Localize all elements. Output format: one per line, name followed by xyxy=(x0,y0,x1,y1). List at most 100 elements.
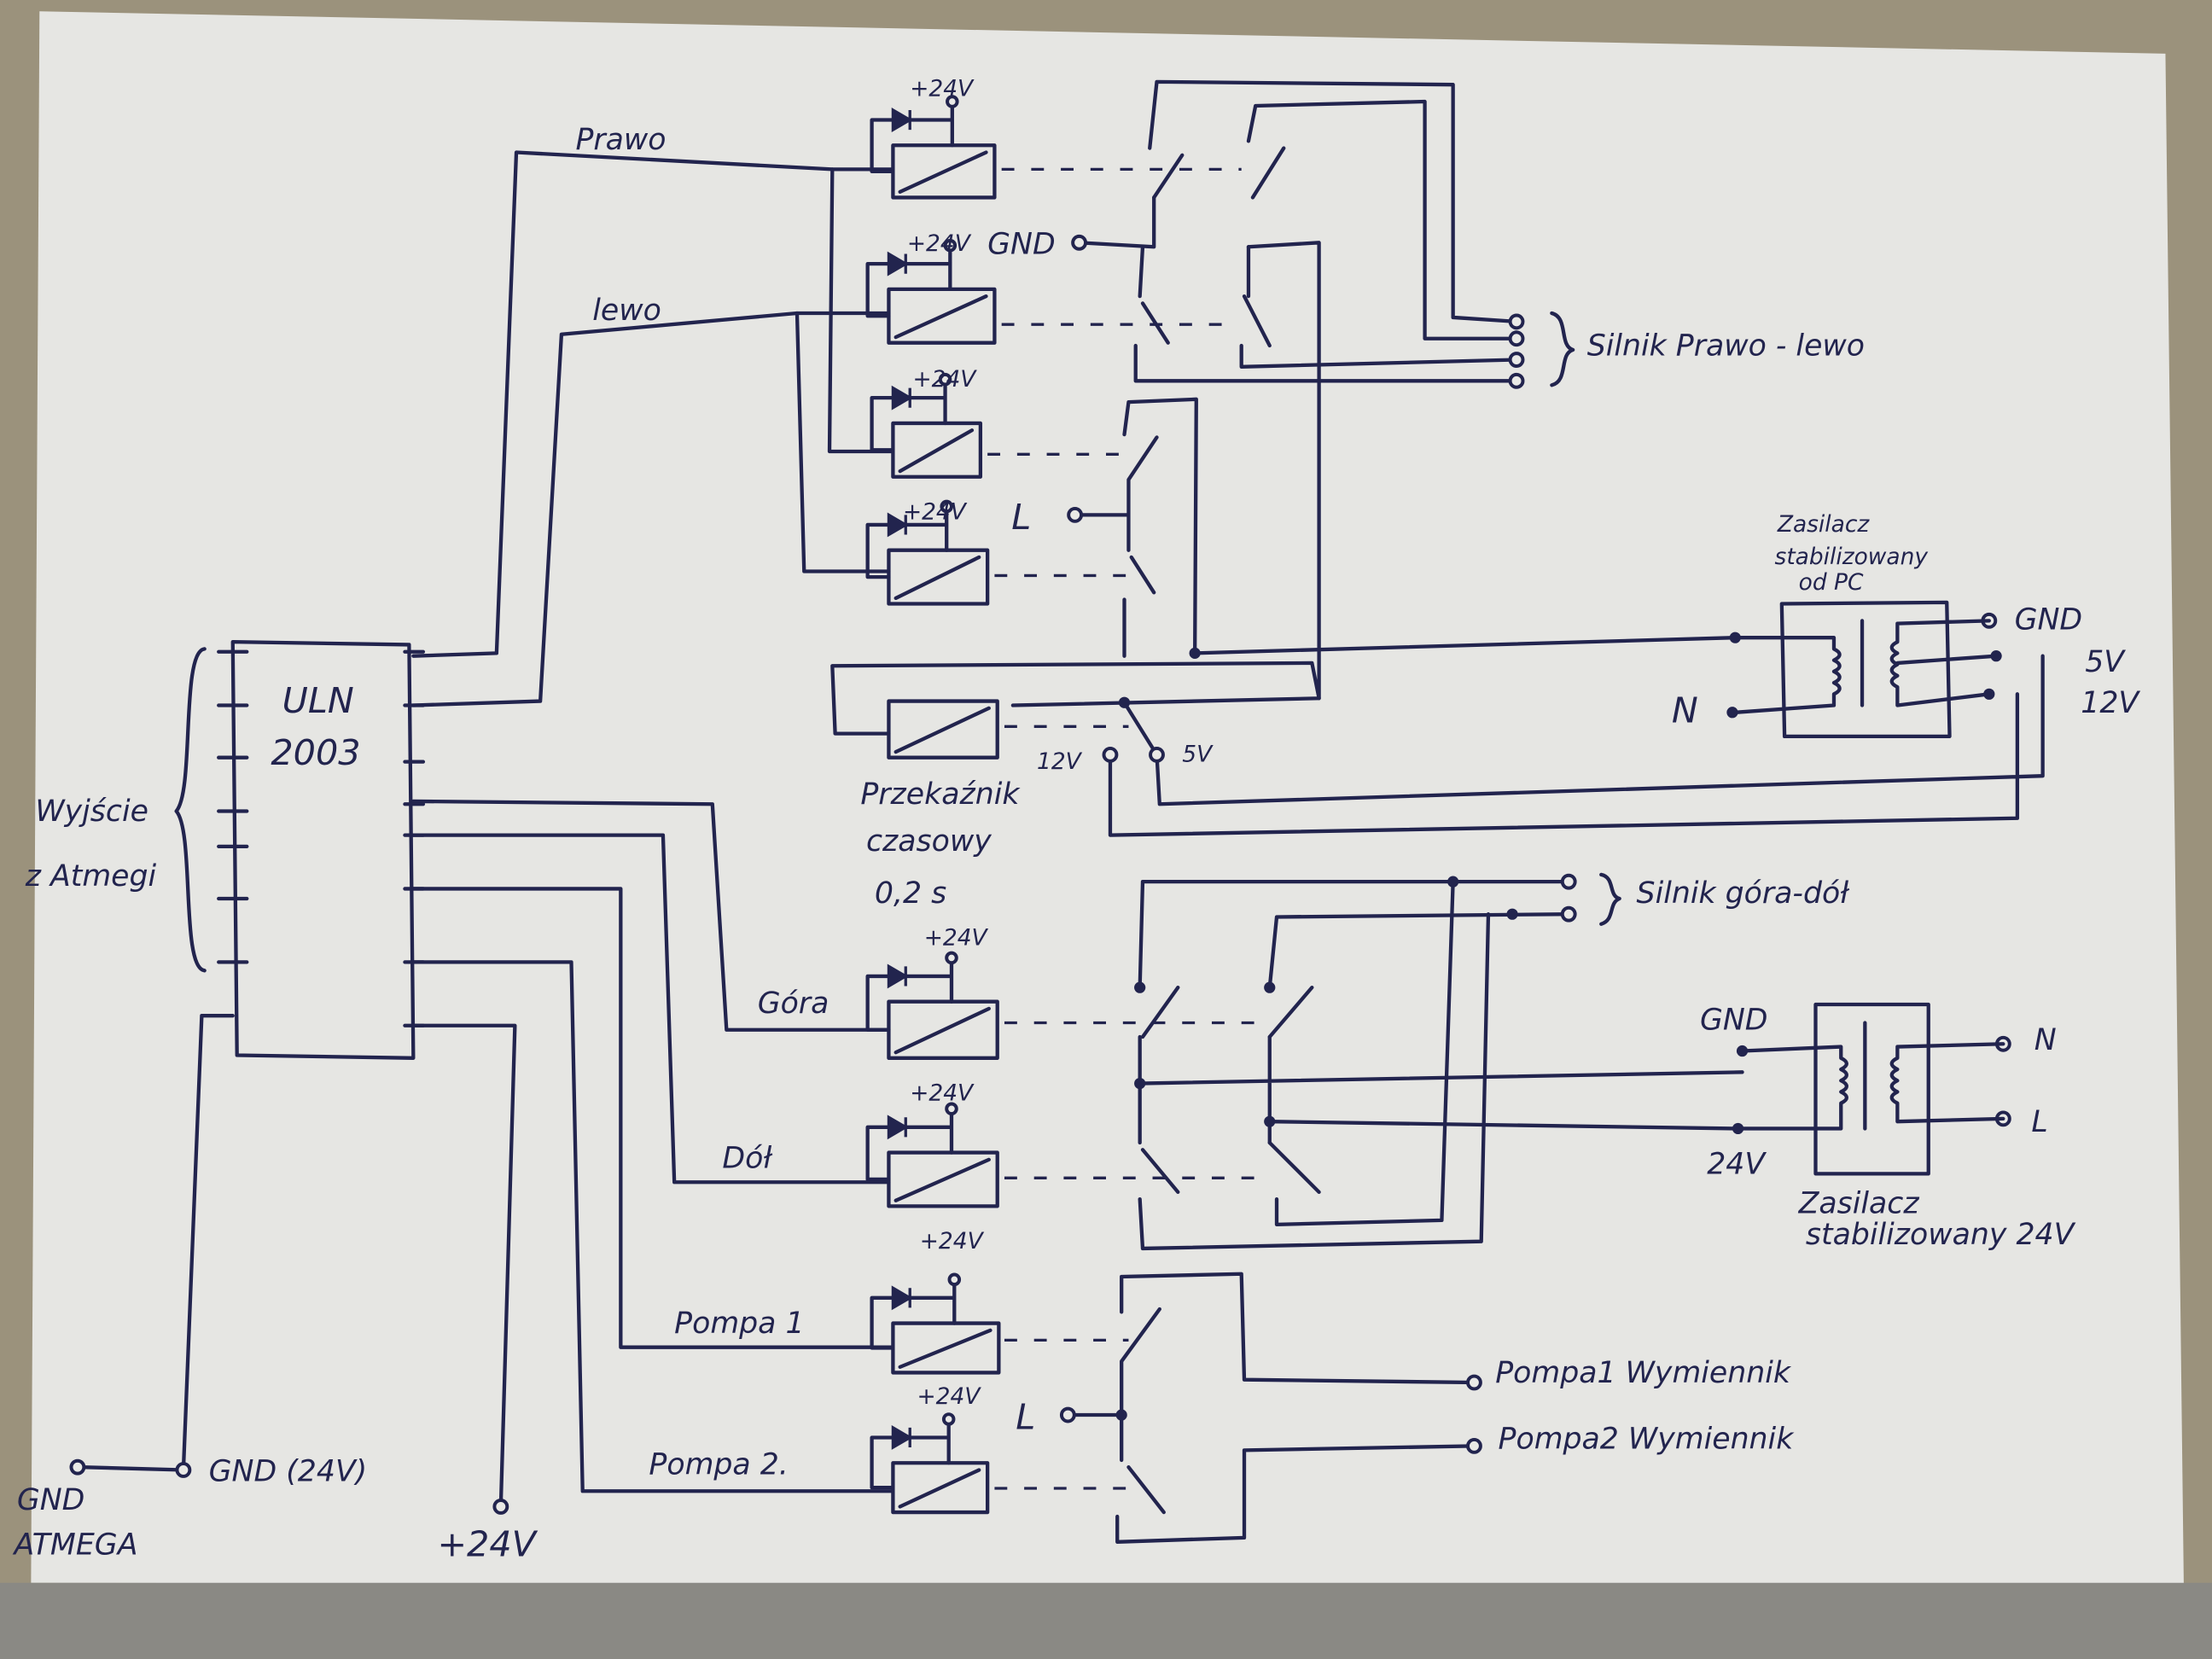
relay-coil xyxy=(865,238,997,345)
diode-icon xyxy=(891,385,913,410)
coil-slash xyxy=(898,428,975,474)
supply-terminal xyxy=(946,95,959,108)
timer-label-3: 0,2 s xyxy=(875,876,946,911)
timer-12v-label: 12V xyxy=(1037,748,1083,775)
relay-coil xyxy=(865,1102,999,1208)
pc-supply-12v: 12V xyxy=(2081,686,2140,720)
terminal xyxy=(1059,1406,1076,1423)
terminal xyxy=(1508,372,1525,389)
24v-power-supply xyxy=(1736,1002,2005,1176)
input-label-1: Wyjście xyxy=(35,795,148,829)
supply-terminal xyxy=(945,951,958,965)
junction-dot xyxy=(1134,1077,1146,1090)
wire-label-pompa1: Pompa 1 xyxy=(674,1307,804,1341)
diode-icon xyxy=(887,512,909,538)
motor-brace xyxy=(1599,872,1621,926)
junction-dot xyxy=(1447,876,1459,888)
gnd-24v-label: GND (24V) xyxy=(209,1455,368,1489)
diode-icon xyxy=(887,1115,909,1140)
gnd-label: GND xyxy=(987,228,1056,262)
timer-label-1: Przekaźnik xyxy=(860,777,1021,812)
junction-dot xyxy=(1189,647,1201,659)
relay-coil xyxy=(870,95,997,200)
input-brace xyxy=(174,647,207,973)
pc-supply-title-1: Zasilacz xyxy=(1777,511,1871,538)
gnd-atmega-label-2: ATMEGA xyxy=(13,1528,138,1563)
coil-slash xyxy=(898,1328,992,1369)
relay-supply-label: +24V xyxy=(920,1228,985,1254)
pump2-output-label: Pompa2 Wymiennik xyxy=(1499,1423,1796,1457)
wire-label-prawo: Prawo xyxy=(575,123,666,157)
pc-supply-5v: 5V xyxy=(2085,645,2126,679)
supply-terminal xyxy=(945,1102,958,1116)
24v-supply-l: L xyxy=(2031,1105,2047,1139)
relay-coil xyxy=(870,372,983,479)
24v-supply-title-2: stabilizowany 24V xyxy=(1806,1218,2076,1252)
pc-power-supply xyxy=(1733,600,1999,739)
timer-label-2: czasowy xyxy=(866,824,992,859)
relay-coil xyxy=(865,951,999,1060)
relay-coil xyxy=(887,699,999,760)
junction-dot xyxy=(1118,696,1131,708)
junction-dots xyxy=(69,234,2011,1515)
relay-coil xyxy=(870,1412,990,1515)
diode-icon xyxy=(887,251,909,276)
wire-label-pompa2: Pompa 2. xyxy=(649,1447,788,1481)
junction-dot xyxy=(1134,981,1146,993)
junction-dot xyxy=(1264,1115,1276,1127)
coil-slash xyxy=(898,150,988,194)
terminal xyxy=(1466,1437,1482,1454)
coil-slash xyxy=(894,1006,991,1055)
coil-slash xyxy=(894,294,988,340)
coil-slash xyxy=(894,1157,991,1202)
supply-terminal xyxy=(938,372,952,387)
terminal xyxy=(1149,746,1165,763)
relay-supply-label: +24V xyxy=(907,230,972,257)
pc-supply-gnd: GND xyxy=(2015,602,2083,637)
relay-coils xyxy=(865,95,1001,1515)
l-label-top: L xyxy=(1011,497,1031,538)
junction-dot xyxy=(1726,707,1738,719)
pc-supply-n: N xyxy=(1672,690,1698,731)
junction-dot xyxy=(1264,981,1276,993)
diode-icon xyxy=(887,963,909,989)
terminal xyxy=(1508,352,1525,368)
24v-supply-title-1: Zasilacz xyxy=(1798,1187,1920,1221)
pc-supply-title-2: stabilizowany xyxy=(1775,544,1929,570)
terminal xyxy=(1508,330,1525,347)
input-label-2: z Atmegi xyxy=(25,859,157,894)
motor-horizontal-label: Silnik Prawo - lewo xyxy=(1587,329,1865,364)
terminal xyxy=(175,1462,192,1478)
coil-slash xyxy=(898,1468,981,1509)
relay-coil xyxy=(870,1272,1001,1375)
junction-dot xyxy=(1115,1409,1127,1421)
supply-terminal xyxy=(947,1272,962,1287)
diode-icon xyxy=(891,1425,913,1450)
terminal xyxy=(1508,313,1525,330)
motor-vertical-label: Silnik góra-dół xyxy=(1637,876,1851,911)
relay-supply-label: +24V xyxy=(924,925,989,952)
terminal xyxy=(1071,234,1088,251)
junction-dot xyxy=(1506,908,1518,920)
24v-supply-24v: 24V xyxy=(1707,1147,1767,1181)
relay-supply-label: +24V xyxy=(910,75,975,102)
wire-label-gora: Góra xyxy=(758,987,830,1021)
relay-supply-label: +24V xyxy=(910,1080,975,1106)
diode-icon xyxy=(891,108,913,132)
supply-terminal xyxy=(941,1412,956,1426)
chip-label-1: ULN xyxy=(282,680,354,721)
plus24v-label: +24V xyxy=(437,1523,538,1564)
terminal xyxy=(1067,506,1084,523)
supply-terminal xyxy=(940,499,953,514)
terminal xyxy=(492,1499,509,1515)
coil-slash xyxy=(894,706,991,754)
coil-slash xyxy=(894,555,981,601)
switch-network xyxy=(987,79,2045,1544)
terminal xyxy=(1560,873,1577,890)
gnd-atmega-label-1: GND xyxy=(17,1483,85,1517)
pc-supply-title-3: od PC xyxy=(1799,569,1864,596)
control-wires xyxy=(79,150,1321,1509)
timer-5v-label: 5V xyxy=(1182,742,1214,768)
24v-supply-n: N xyxy=(2034,1023,2057,1057)
